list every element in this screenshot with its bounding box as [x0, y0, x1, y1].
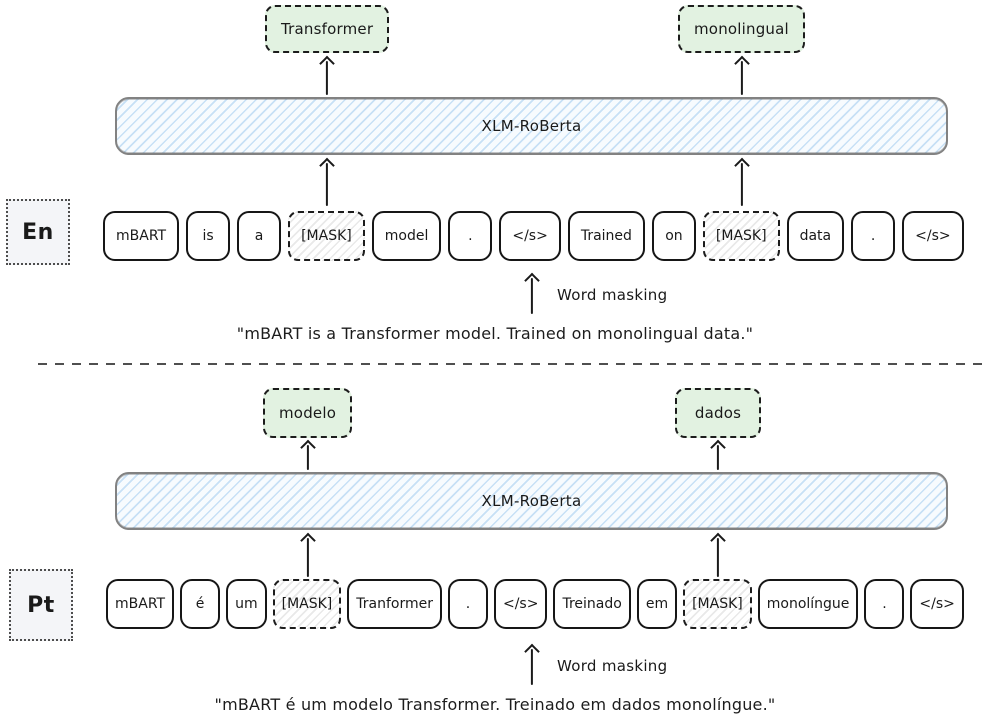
- prediction-box: Transformer: [265, 5, 390, 53]
- language-badge-pt: Pt: [9, 569, 73, 641]
- english-section: Transformer monolingual XLM-RoBerta En m…: [6, 5, 964, 343]
- token-box: </s>: [902, 211, 964, 261]
- up-arrow-icon: [709, 532, 727, 577]
- token-label: é: [195, 596, 205, 612]
- prediction-label: Transformer: [281, 20, 374, 38]
- token-label: </s>: [512, 228, 548, 244]
- token-label: .: [468, 228, 473, 244]
- token-label: is: [202, 228, 214, 244]
- sentence-caption: "mBART is a Transformer model. Trained o…: [236, 324, 754, 343]
- token-label: Trained: [580, 228, 632, 244]
- token-box: Treinado: [553, 579, 631, 629]
- token-label: [MASK]: [281, 596, 333, 612]
- token-label: model: [384, 228, 429, 244]
- token-box: model: [371, 211, 442, 261]
- model-box: XLM-RoBerta: [115, 97, 948, 155]
- sentence-caption: "mBART é um modelo Transformer. Treinado…: [214, 695, 776, 714]
- up-arrow-icon: [318, 157, 336, 206]
- masked-token-box: [MASK]: [272, 579, 342, 629]
- token-label: [MASK]: [301, 228, 352, 244]
- up-arrow-icon: [733, 55, 751, 95]
- token-box: mBART: [106, 579, 175, 629]
- prediction-label: monolingual: [694, 20, 789, 38]
- token-box: monolíngue: [757, 579, 859, 629]
- up-arrow-icon: [299, 439, 317, 470]
- up-arrow-icon: [733, 157, 751, 206]
- token-label: data: [799, 228, 832, 244]
- token-box: </s>: [910, 579, 964, 629]
- word-masking-label: Word masking: [557, 286, 668, 304]
- prediction-box: modelo: [263, 388, 353, 438]
- token-box: um: [226, 579, 267, 629]
- masked-token-box: [MASK]: [702, 211, 780, 261]
- token-label: um: [235, 596, 258, 612]
- token-box: data: [786, 211, 845, 261]
- up-arrow-icon: [299, 532, 317, 577]
- language-label: En: [22, 219, 54, 245]
- token-box: is: [186, 211, 231, 261]
- prediction-label: dados: [694, 404, 742, 422]
- token-row: mBART is a [MASK] model. </s> Trained on [MASK] d…: [103, 211, 964, 261]
- token-box: .: [448, 211, 493, 261]
- token-box: .: [851, 211, 896, 261]
- token-box: Tranformer: [347, 579, 442, 629]
- word-masking-label: Word masking: [557, 657, 668, 675]
- masked-token-box: [MASK]: [683, 579, 752, 629]
- token-row: mBART é um [MASK] Tranformer. </s> Treinado em […: [106, 579, 964, 629]
- token-label: </s>: [919, 596, 955, 612]
- token-label: monolíngue: [766, 596, 850, 612]
- up-arrow-icon: [318, 55, 336, 95]
- token-label: em: [645, 596, 669, 612]
- token-label: </s>: [915, 228, 951, 244]
- token-label: mBART: [116, 228, 167, 244]
- token-box: Trained: [567, 211, 645, 261]
- token-box: </s>: [499, 211, 561, 261]
- token-label: .: [465, 596, 471, 612]
- token-box: em: [636, 579, 678, 629]
- token-label: </s>: [502, 596, 539, 612]
- token-label: .: [870, 228, 876, 244]
- masked-token-box: [MASK]: [288, 211, 365, 261]
- token-box: on: [651, 211, 696, 261]
- prediction-box: monolingual: [678, 5, 805, 53]
- model-label: XLM-RoBerta: [481, 492, 582, 510]
- token-box: é: [180, 579, 221, 629]
- section-divider: [38, 363, 988, 365]
- model-box: XLM-RoBerta: [115, 472, 948, 530]
- token-box: </s>: [493, 579, 548, 629]
- word-masking-arrow-icon: [523, 272, 541, 314]
- prediction-box: dados: [675, 388, 761, 438]
- prediction-label: modelo: [279, 404, 337, 422]
- portuguese-section: modelo dados XLM-RoBerta Pt mBART é um [MAS…: [0, 365, 990, 723]
- model-label: XLM-RoBerta: [481, 117, 582, 135]
- token-label: a: [254, 228, 264, 244]
- token-label: [MASK]: [692, 596, 743, 612]
- token-box: a: [237, 211, 282, 261]
- token-label: mBART: [115, 596, 166, 612]
- token-box: mBART: [103, 211, 180, 261]
- language-label: Pt: [27, 592, 55, 618]
- token-label: on: [665, 228, 683, 244]
- token-label: Treinado: [562, 596, 622, 612]
- language-badge-en: En: [6, 199, 70, 265]
- token-label: .: [882, 596, 887, 612]
- token-label: Tranformer: [356, 596, 433, 612]
- word-masking-arrow-icon: [523, 643, 541, 685]
- up-arrow-icon: [709, 439, 727, 470]
- token-label: [MASK]: [715, 228, 767, 244]
- token-box: .: [864, 579, 905, 629]
- token-box: .: [447, 579, 488, 629]
